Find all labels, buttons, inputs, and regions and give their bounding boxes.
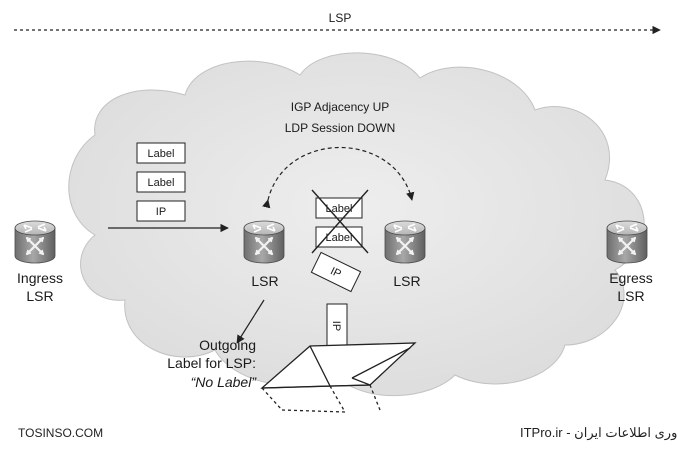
bit-bucket-icon <box>260 342 417 413</box>
svg-text:Label: Label <box>148 177 175 189</box>
svg-text:IP: IP <box>330 321 342 331</box>
popped-label-top: Label <box>315 197 363 219</box>
packet-ip: IP <box>136 200 186 222</box>
ingress-router-icon <box>13 219 57 265</box>
footer-right: انجمن تخصصی فناوری اطلاعات ایران - ITPro… <box>520 425 678 441</box>
egress-router-icon <box>605 219 649 265</box>
network-cloud <box>68 52 645 397</box>
dropped-ip-packet: IP <box>326 303 348 349</box>
egress-label-line1: Egress <box>609 270 653 286</box>
igp-adjacency-text: IGP Adjacency UP <box>291 100 390 114</box>
lsr2-router-icon <box>383 219 427 265</box>
svg-text:Label: Label <box>148 148 175 160</box>
ingress-label-line2: LSR <box>26 288 53 304</box>
outgoing-line3: “No Label” <box>191 374 258 390</box>
lsr1-router-icon <box>242 219 286 265</box>
popped-ip-packet: IP <box>310 251 362 293</box>
strike-x <box>311 189 369 254</box>
lsp-label: LSP <box>329 11 352 25</box>
outgoing-line2: Label for LSP: <box>167 355 256 371</box>
ldp-session-text: LDP Session DOWN <box>285 121 395 135</box>
popped-label-bottom: Label <box>315 226 363 248</box>
svg-text:Label: Label <box>326 232 353 244</box>
outgoing-pointer <box>236 299 265 344</box>
footer-left: TOSINSO.COM <box>18 426 103 440</box>
packet-label-top: Label <box>136 142 186 164</box>
svg-text:IP: IP <box>156 206 166 218</box>
packet-label-mid: Label <box>136 171 186 193</box>
svg-text:IP: IP <box>328 265 343 280</box>
lsr1-label: LSR <box>251 273 278 289</box>
outgoing-line1: Outgoing <box>199 337 256 353</box>
lsr2-label: LSR <box>393 273 420 289</box>
egress-label-line2: LSR <box>617 288 644 304</box>
ingress-label-line1: Ingress <box>17 270 63 286</box>
